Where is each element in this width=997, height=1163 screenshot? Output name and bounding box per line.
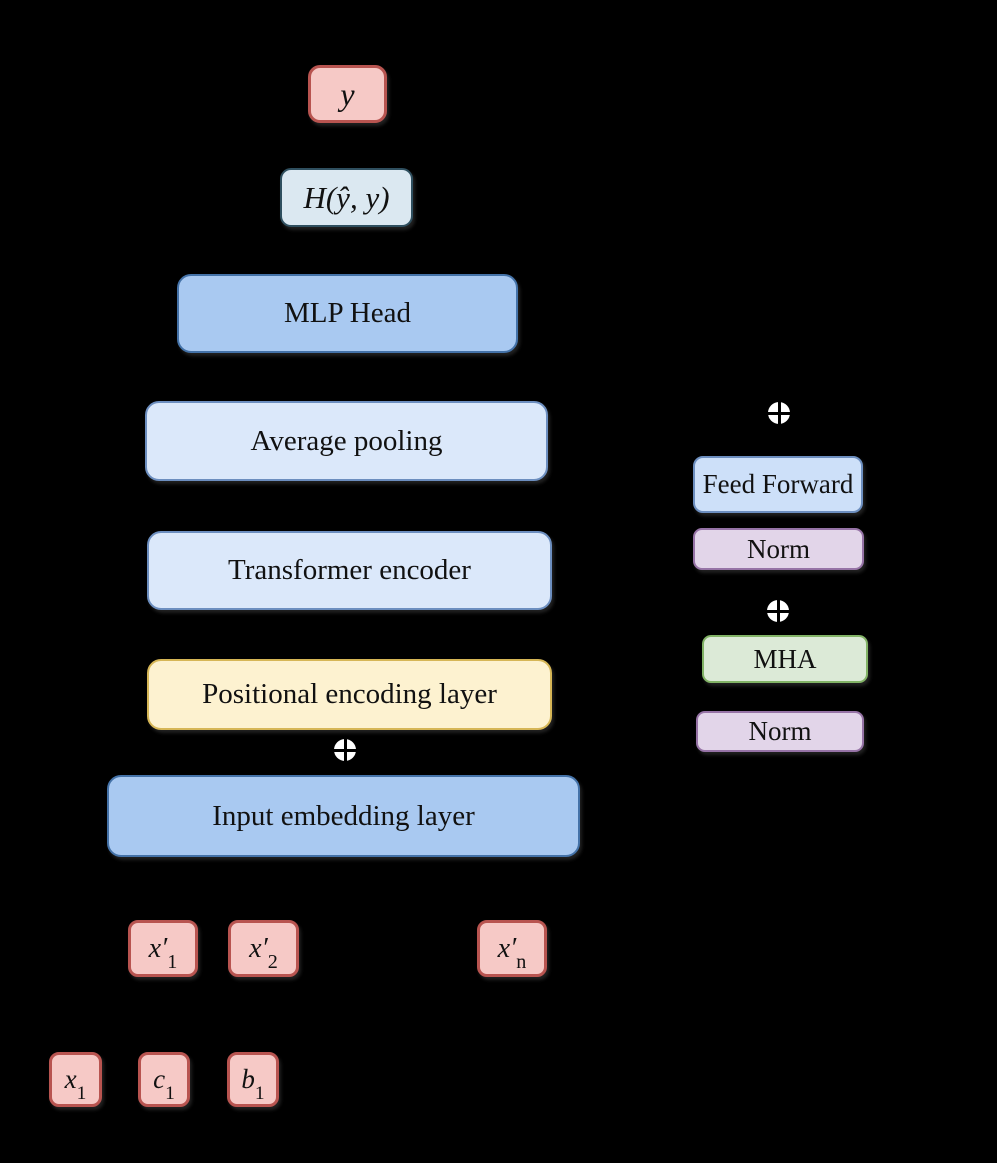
node-norm-bottom: Norm <box>696 711 864 752</box>
node-y-output: y <box>308 65 387 123</box>
node-token-x2-prime: x′2 <box>228 920 299 977</box>
node-label: b1 <box>241 1064 265 1105</box>
node-mha: MHA <box>702 635 868 683</box>
node-transformer-encoder: Transformer encoder <box>147 531 552 610</box>
plus-circle-icon <box>768 402 790 424</box>
node-feed-forward: Feed Forward <box>693 456 863 513</box>
node-token-x1-prime: x′1 <box>128 920 198 977</box>
node-input-b1: b1 <box>227 1052 279 1107</box>
node-input-x1: x1 <box>49 1052 102 1107</box>
node-label: x′n <box>497 932 527 974</box>
node-positional-encoding-layer: Positional encoding layer <box>147 659 552 730</box>
node-label: y <box>340 75 355 112</box>
node-label: Feed Forward <box>702 469 854 499</box>
node-label: x′2 <box>249 932 278 974</box>
node-input-c1: c1 <box>138 1052 190 1107</box>
plus-circle-icon <box>767 600 789 622</box>
node-norm-top: Norm <box>693 528 864 570</box>
node-label: c1 <box>153 1064 175 1105</box>
node-label: MHA <box>753 643 817 674</box>
node-input-embedding-layer: Input embedding layer <box>107 775 580 857</box>
node-label: Norm <box>747 533 810 564</box>
node-label: Norm <box>748 716 812 746</box>
node-average-pooling: Average pooling <box>145 401 548 481</box>
node-label: MLP Head <box>284 297 411 329</box>
node-label: Input embedding layer <box>212 799 475 832</box>
node-cross-entropy-loss: H(ŷ, y) <box>280 168 413 227</box>
node-label: Transformer encoder <box>228 554 471 586</box>
node-label: x1 <box>64 1064 87 1105</box>
node-label: H(ŷ, y) <box>303 179 390 215</box>
node-label: x′1 <box>148 932 178 974</box>
node-label: Positional encoding layer <box>202 678 497 710</box>
node-mlp-head: MLP Head <box>177 274 518 353</box>
node-label: Average pooling <box>250 424 443 457</box>
plus-circle-icon <box>334 739 356 761</box>
node-token-xn-prime: x′n <box>477 920 547 977</box>
